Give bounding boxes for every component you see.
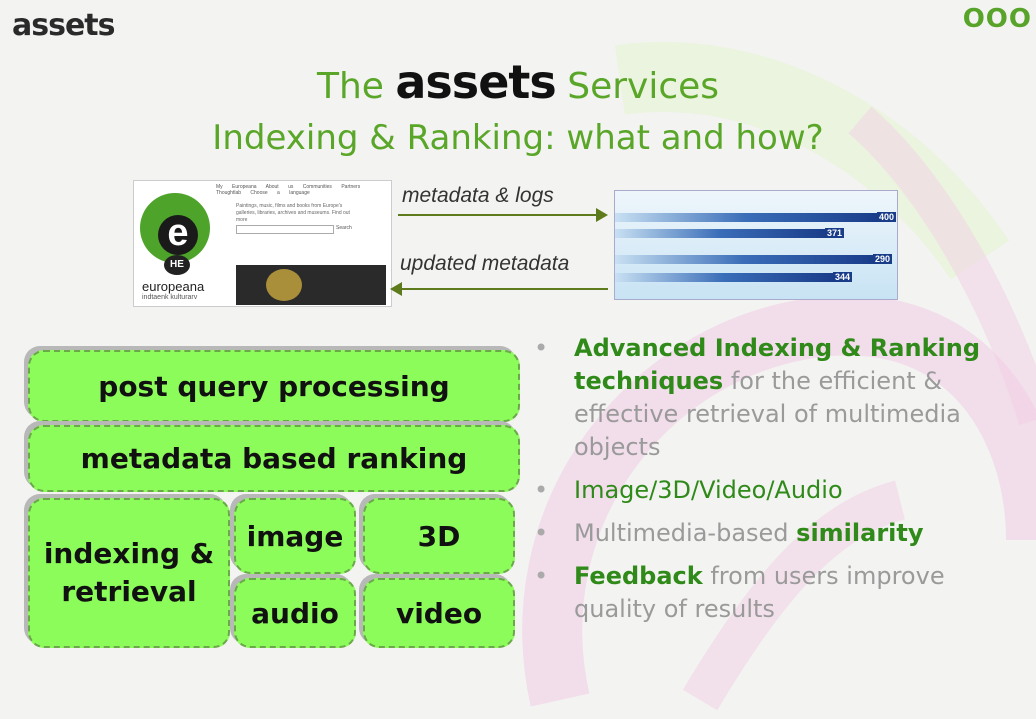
bullet-advanced-indexing: • Advanced Indexing & Ranking techniques… — [534, 332, 1029, 464]
bullet-dot-icon: • — [534, 562, 549, 590]
bullet-3-text: Multimedia-based — [574, 519, 797, 547]
indexing-retrieval-box: indexing & retrieval — [28, 498, 230, 648]
image-box: image — [234, 498, 356, 574]
bullet-4-bold: Feedback — [574, 562, 703, 590]
corner-dots: OOO — [962, 4, 1032, 34]
bullet-1-bold: Advanced Indexing & Ranking techniques — [574, 334, 981, 395]
video-box: video — [363, 578, 515, 648]
bullet-2-text: Image/3D/Video/Audio — [574, 476, 843, 504]
europeana-name: europeana — [142, 279, 205, 294]
ranking-bar-1 — [615, 213, 877, 222]
arrow-right-line — [398, 214, 596, 216]
europeana-description: Paintings, music, films and books from E… — [236, 203, 350, 223]
bullet-list: • Advanced Indexing & Ranking techniques… — [534, 332, 1029, 636]
title-brand: assets — [395, 55, 556, 109]
europeana-logo-icon: e — [140, 193, 210, 263]
ranking-bar-label-2: 371 — [825, 228, 845, 238]
europeana-subname: indtaenk kulturarv — [142, 294, 198, 301]
bullet-feedback: • Feedback from users improve quality of… — [534, 560, 1029, 626]
europeana-screenshot: My Europeana About us Communities Partne… — [133, 180, 392, 307]
ranking-bar-label-4: 344 — [833, 272, 853, 282]
bullet-4-rest: from users improve quality of results — [574, 562, 945, 623]
bullet-dot-icon: • — [534, 519, 549, 547]
bullet-media-types: • Image/3D/Video/Audio — [534, 474, 1029, 507]
bullet-similarity: • Multimedia-based similarity — [534, 517, 1029, 550]
post-query-processing-box: post query processing — [28, 350, 520, 422]
audio-box: audio — [234, 578, 356, 648]
europeana-search-input — [236, 225, 334, 234]
slide-title: The assets Services — [0, 55, 1036, 109]
europeana-e-icon: e — [158, 214, 198, 255]
ranking-bar-label-3: 290 — [873, 254, 893, 264]
arrow-label-top: metadata & logs — [402, 184, 554, 207]
europeana-image-art — [266, 269, 302, 301]
title-prefix: The — [316, 66, 384, 107]
assets-logo: assets — [12, 8, 116, 43]
ranking-bar-3 — [615, 255, 873, 264]
arrow-left-line — [402, 288, 608, 290]
arrow-label-bottom: updated metadata — [400, 252, 570, 275]
bullet-3-bold: similarity — [796, 519, 924, 547]
ranking-bar-label-1: 400 — [877, 212, 897, 222]
3d-box: 3D — [363, 498, 515, 574]
europeana-badge: HE — [164, 255, 190, 275]
ranking-bar-2 — [615, 229, 825, 238]
arrow-left-icon — [390, 282, 402, 296]
ranking-bar-4 — [615, 273, 833, 282]
europeana-search-button: Search — [336, 225, 352, 231]
metadata-based-ranking-box: metadata based ranking — [28, 425, 520, 492]
europeana-nav: My Europeana About us Communities Partne… — [216, 184, 361, 196]
bullet-dot-icon: • — [534, 334, 549, 362]
europeana-featured-image — [236, 265, 386, 305]
bullet-1-rest: for the efficient & effective retrieval … — [574, 367, 961, 461]
slide-subtitle: Indexing & Ranking: what and how? — [212, 118, 824, 158]
bullet-dot-icon: • — [534, 476, 549, 504]
arrow-right-icon — [596, 208, 608, 222]
ranking-bars-image: 400 371 290 344 — [614, 190, 898, 300]
title-suffix: Services — [567, 66, 720, 107]
